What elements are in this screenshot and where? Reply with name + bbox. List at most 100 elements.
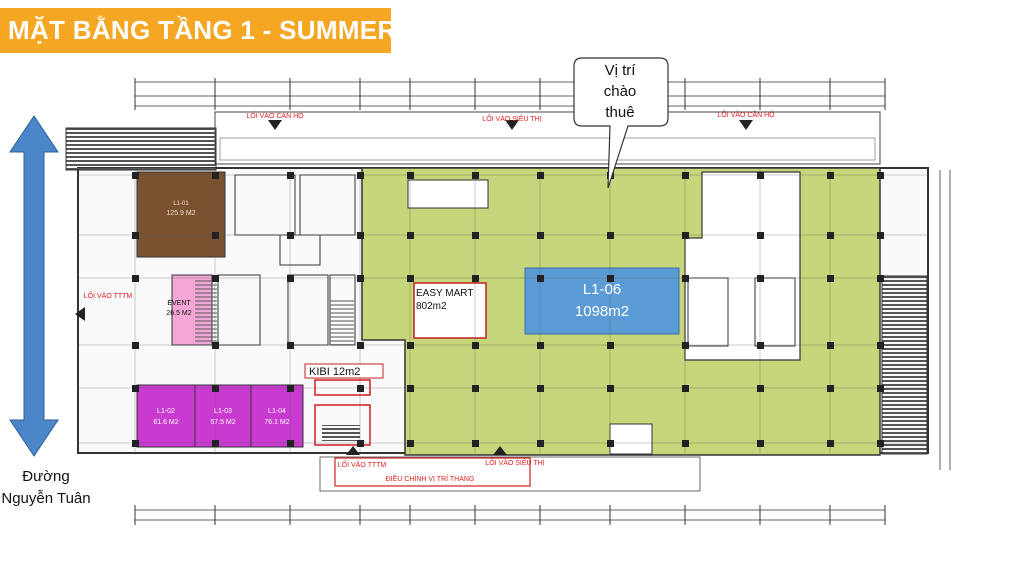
column xyxy=(607,275,614,282)
adjustment-zone xyxy=(334,457,531,487)
column xyxy=(287,232,294,239)
structural-columns xyxy=(132,172,884,447)
unit-code: L1-04 xyxy=(268,408,286,415)
column xyxy=(212,232,219,239)
entrance-label: LỐI VÀO CĂN HỘ xyxy=(246,110,304,120)
kibi-lift xyxy=(314,404,371,446)
entrance-label: LỐI VÀO TTTM xyxy=(84,290,133,300)
road-line: Nguyễn Tuân xyxy=(1,490,91,507)
entrance-label: LỐI VÀO SIÊU THỊ xyxy=(482,113,541,123)
column xyxy=(682,342,689,349)
unit-l1-03 xyxy=(194,384,252,448)
unit-l1-01 xyxy=(136,171,226,258)
unit-code: EVENT xyxy=(167,300,191,307)
column xyxy=(537,342,544,349)
column xyxy=(877,172,884,179)
escalator xyxy=(407,179,489,209)
column xyxy=(757,232,764,239)
unit-area: 61.6 M2 xyxy=(153,419,178,426)
grid-axis-ticks xyxy=(134,78,886,525)
unit-code: L1-03 xyxy=(214,408,232,415)
kibi-highlight xyxy=(314,379,371,396)
stair-block-topleft xyxy=(65,127,217,171)
callout-line: chào xyxy=(603,83,637,100)
column xyxy=(407,342,414,349)
column xyxy=(357,440,364,447)
entrance-label: LỐI VÀO TTTM xyxy=(338,459,387,469)
column xyxy=(537,275,544,282)
column xyxy=(877,342,884,349)
column xyxy=(827,275,834,282)
callout-line: Vị trí xyxy=(604,62,636,79)
callout-line: thuê xyxy=(605,104,635,121)
unit-area: 26.5 M2 xyxy=(166,310,191,317)
column xyxy=(212,342,219,349)
column xyxy=(132,342,139,349)
entrance-label: LỐI VÀO SIÊU THỊ xyxy=(485,457,544,467)
column xyxy=(287,342,294,349)
column xyxy=(212,385,219,392)
column xyxy=(537,385,544,392)
core-right xyxy=(684,171,801,361)
column xyxy=(827,232,834,239)
easy-mart-box xyxy=(413,282,487,339)
unit-l1-04 xyxy=(250,384,304,448)
unit-code: L1-06 xyxy=(583,281,621,298)
column xyxy=(682,172,689,179)
column xyxy=(472,342,479,349)
column xyxy=(537,440,544,447)
column xyxy=(607,440,614,447)
entrance-arrows xyxy=(75,120,753,455)
column xyxy=(132,440,139,447)
column xyxy=(757,440,764,447)
column xyxy=(472,172,479,179)
column xyxy=(357,232,364,239)
adjustment-label: ĐIỀU CHỈNH VỊ TRÍ THANG xyxy=(386,473,475,483)
column xyxy=(407,172,414,179)
column xyxy=(357,172,364,179)
column xyxy=(132,172,139,179)
unit-area: 1098m2 xyxy=(575,303,629,320)
column xyxy=(407,440,414,447)
road-line: Đường xyxy=(22,468,70,485)
column xyxy=(827,342,834,349)
stair-block-right xyxy=(881,275,928,455)
column xyxy=(287,385,294,392)
column xyxy=(682,232,689,239)
unit-area: 802m2 xyxy=(416,301,447,312)
column xyxy=(357,385,364,392)
column xyxy=(877,440,884,447)
column xyxy=(607,232,614,239)
column xyxy=(827,440,834,447)
unit-area: 57.5 M2 xyxy=(210,419,235,426)
column xyxy=(757,172,764,179)
unit-code: L1-02 xyxy=(157,408,175,415)
column xyxy=(757,342,764,349)
column xyxy=(607,342,614,349)
column xyxy=(682,440,689,447)
column xyxy=(537,232,544,239)
column xyxy=(287,172,294,179)
l1-06-box xyxy=(524,267,680,335)
column xyxy=(287,440,294,447)
column xyxy=(287,275,294,282)
lift-bottom xyxy=(609,423,653,455)
unit-code: EASY MART xyxy=(416,288,473,299)
offer-callout: Vị trí chào thuê xyxy=(572,58,668,128)
column xyxy=(877,275,884,282)
column xyxy=(472,385,479,392)
entrance-label: LỐI VÀO CĂN HỘ xyxy=(717,109,775,119)
column xyxy=(407,232,414,239)
column xyxy=(877,385,884,392)
column xyxy=(537,172,544,179)
column xyxy=(757,275,764,282)
column xyxy=(472,232,479,239)
column xyxy=(682,275,689,282)
column xyxy=(877,232,884,239)
column xyxy=(132,275,139,282)
column xyxy=(212,275,219,282)
column xyxy=(357,275,364,282)
column xyxy=(827,385,834,392)
column xyxy=(212,172,219,179)
